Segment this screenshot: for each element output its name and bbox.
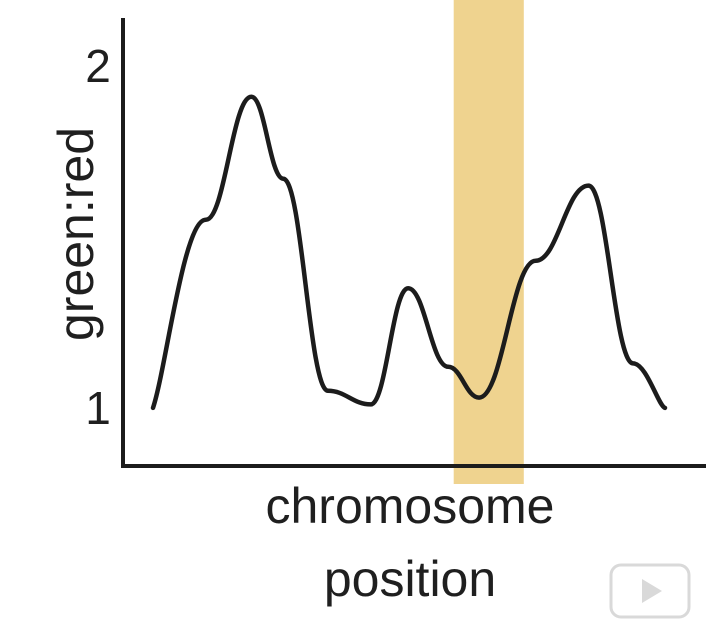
y-tick-label-2: 2 (85, 40, 111, 92)
y-axis-title: green:red (48, 127, 104, 341)
series-line-0 (150, 94, 668, 411)
play-icon[interactable] (609, 563, 691, 619)
highlight-band (453, 0, 524, 484)
y-tick-label-1: 1 (85, 382, 111, 434)
x-axis-title-line-2: position (324, 551, 496, 607)
x-axis-title-line-1: chromosome (266, 478, 555, 534)
